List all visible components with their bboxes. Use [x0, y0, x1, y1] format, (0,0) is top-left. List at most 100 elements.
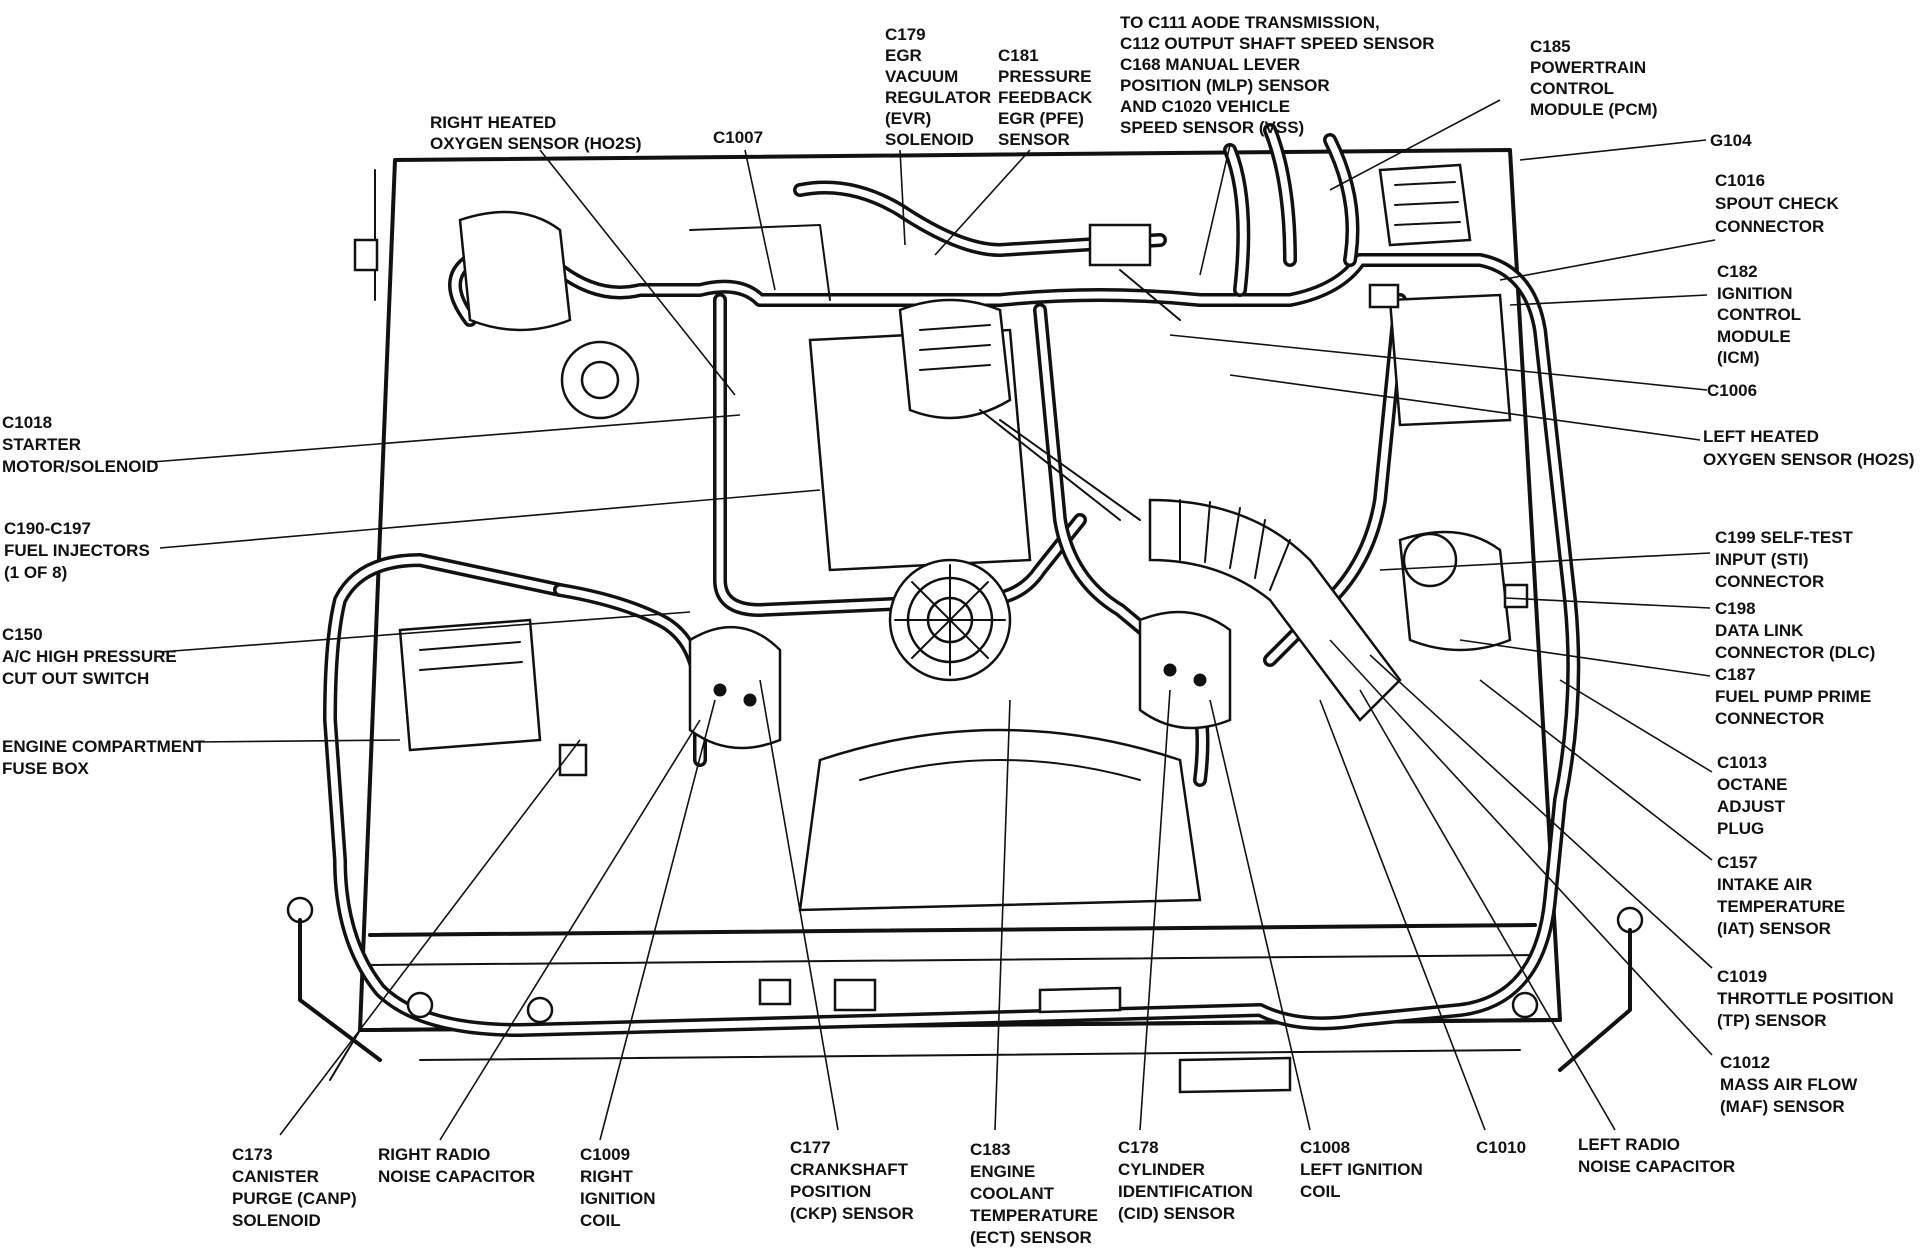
callout-line: POWERTRAIN: [1530, 58, 1646, 77]
callout-line: PLUG: [1717, 819, 1764, 838]
callout-line: MASS AIR FLOW: [1720, 1075, 1858, 1094]
callout-c198: C198 DATA LINK CONNECTOR (DLC): [1715, 599, 1875, 662]
callout-line: POSITION (MLP) SENSOR: [1120, 76, 1330, 95]
callout-c187: C187 FUEL PUMP PRIME CONNECTOR: [1715, 665, 1876, 728]
callout-line: (ICM): [1717, 348, 1759, 367]
callout-line: C1006: [1707, 381, 1757, 400]
callout-fuse-box: ENGINE COMPARTMENT FUSE BOX: [2, 737, 209, 778]
callout-line: A/C HIGH PRESSURE: [2, 647, 177, 666]
callout-line: SENSOR: [998, 130, 1070, 149]
callout-line: PURGE (CANP): [232, 1189, 357, 1208]
callout-left-ho2s: LEFT HEATED OXYGEN SENSOR (HO2S): [1703, 427, 1915, 469]
callout-line: AND C1020 VEHICLE: [1120, 97, 1290, 116]
callout-c1018: C1018 STARTER MOTOR/SOLENOID: [2, 413, 158, 476]
callout-c183: C183 ENGINE COOLANT TEMPERATURE (ECT) SE…: [970, 1140, 1103, 1247]
callout-line: FUEL INJECTORS: [4, 541, 150, 560]
callout-c181: C181 PRESSURE FEEDBACK EGR (PFE) SENSOR: [998, 46, 1097, 149]
callout-line: NOISE CAPACITOR: [378, 1167, 535, 1186]
callout-line: COOLANT: [970, 1184, 1055, 1203]
callout-line: C1016: [1715, 171, 1765, 190]
callout-line: C173: [232, 1145, 273, 1164]
callout-line: THROTTLE POSITION: [1717, 989, 1894, 1008]
callout-line: C1009: [580, 1145, 630, 1164]
callout-line: (ECT) SENSOR: [970, 1228, 1092, 1247]
callout-line: IGNITION: [580, 1189, 656, 1208]
callout-line: C185: [1530, 37, 1571, 56]
callout-line: CUT OUT SWITCH: [2, 669, 149, 688]
callout-line: CONTROL: [1530, 79, 1614, 98]
callout-line: OXYGEN SENSOR (HO2S): [1703, 450, 1915, 469]
callout-line: LEFT HEATED: [1703, 427, 1819, 446]
callout-right-radio-noise-capacitor: RIGHT RADIO NOISE CAPACITOR: [378, 1145, 535, 1186]
callout-line: IGNITION: [1717, 284, 1793, 303]
callout-line: PRESSURE: [998, 67, 1092, 86]
callout-c157: C157 INTAKE AIR TEMPERATURE (IAT) SENSOR: [1717, 853, 1850, 938]
callout-line: (TP) SENSOR: [1717, 1011, 1827, 1030]
callout-c1019: C1019 THROTTLE POSITION (TP) SENSOR: [1717, 967, 1898, 1030]
callout-line: SOLENOID: [885, 130, 974, 149]
callout-line: C1019: [1717, 967, 1767, 986]
callout-line: C1012: [1720, 1053, 1770, 1072]
callout-line: OXYGEN SENSOR (HO2S): [430, 134, 642, 153]
callout-c173: C173 CANISTER PURGE (CANP) SOLENOID: [232, 1145, 361, 1230]
callout-line: (CID) SENSOR: [1118, 1204, 1235, 1223]
callout-line: C187: [1715, 665, 1756, 684]
callout-line: DATA LINK: [1715, 621, 1804, 640]
callout-c179: C179 EGR VACUUM REGULATOR (EVR) SOLENOID: [885, 25, 996, 149]
callout-line: ENGINE: [970, 1162, 1035, 1181]
callout-line: (MAF) SENSOR: [1720, 1097, 1845, 1116]
callout-line: C181: [998, 46, 1039, 65]
callout-line: VACUUM: [885, 67, 958, 86]
callout-c1009: C1009 RIGHT IGNITION COIL: [580, 1145, 660, 1230]
callout-line: COIL: [1300, 1182, 1341, 1201]
callout-right-ho2s: RIGHT HEATED OXYGEN SENSOR (HO2S): [430, 113, 642, 153]
callout-line: C1008: [1300, 1138, 1350, 1157]
callout-line: C183: [970, 1140, 1011, 1159]
callout-line: CONNECTOR (DLC): [1715, 643, 1875, 662]
engine-illustration: [286, 123, 1644, 1094]
callout-line: LEFT IGNITION: [1300, 1160, 1423, 1179]
callout-line: MODULE: [1717, 327, 1791, 346]
callout-line: C1010: [1476, 1138, 1526, 1157]
callout-line: SPEED SENSOR (VSS): [1120, 118, 1304, 137]
leader-lines: [151, 99, 1716, 1141]
callout-line: POSITION: [790, 1182, 871, 1201]
callout-labels: C179 EGR VACUUM REGULATOR (EVR) SOLENOID…: [2, 13, 1915, 1247]
callout-line: LEFT RADIO: [1578, 1135, 1680, 1154]
callout-line: COIL: [580, 1211, 621, 1230]
callout-line: IDENTIFICATION: [1118, 1182, 1253, 1201]
callout-c1010: C1010: [1476, 1138, 1526, 1157]
callout-line: C157: [1717, 853, 1758, 872]
callout-line: C198: [1715, 599, 1756, 618]
callout-line: C178: [1118, 1138, 1159, 1157]
callout-line: RIGHT: [580, 1167, 634, 1186]
callout-line: CYLINDER: [1118, 1160, 1205, 1179]
callout-line: (EVR): [885, 109, 931, 128]
callout-line: EGR (PFE): [998, 109, 1084, 128]
callout-line: TEMPERATURE: [970, 1206, 1098, 1225]
callout-line: CONTROL: [1717, 305, 1801, 324]
callout-line: FUEL PUMP PRIME: [1715, 687, 1871, 706]
callout-line: ADJUST: [1717, 797, 1786, 816]
callout-line: MOTOR/SOLENOID: [2, 457, 158, 476]
callout-line: (1 OF 8): [4, 563, 67, 582]
callout-line: MODULE (PCM): [1530, 100, 1657, 119]
callout-line: EGR: [885, 46, 922, 65]
callout-line: RIGHT HEATED: [430, 113, 556, 132]
callout-line: FUSE BOX: [2, 759, 90, 778]
callout-line: NOISE CAPACITOR: [1578, 1157, 1735, 1176]
callout-line: TO C111 AODE TRANSMISSION,: [1120, 13, 1380, 32]
callout-line: C1007: [713, 128, 763, 147]
callout-line: ENGINE COMPARTMENT: [2, 737, 205, 756]
callout-line: OCTANE: [1717, 775, 1788, 794]
callout-line: CONNECTOR: [1715, 572, 1824, 591]
callout-line: C177: [790, 1138, 831, 1157]
callout-line: C190-C197: [4, 519, 91, 538]
callout-line: C168 MANUAL LEVER: [1120, 55, 1300, 74]
callout-line: (CKP) SENSOR: [790, 1204, 914, 1223]
callout-c1013: C1013 OCTANE ADJUST PLUG: [1717, 753, 1792, 838]
callout-line: FEEDBACK: [998, 88, 1093, 107]
callout-left-radio-noise-capacitor: LEFT RADIO NOISE CAPACITOR: [1578, 1135, 1735, 1176]
callout-line: G104: [1710, 131, 1752, 150]
